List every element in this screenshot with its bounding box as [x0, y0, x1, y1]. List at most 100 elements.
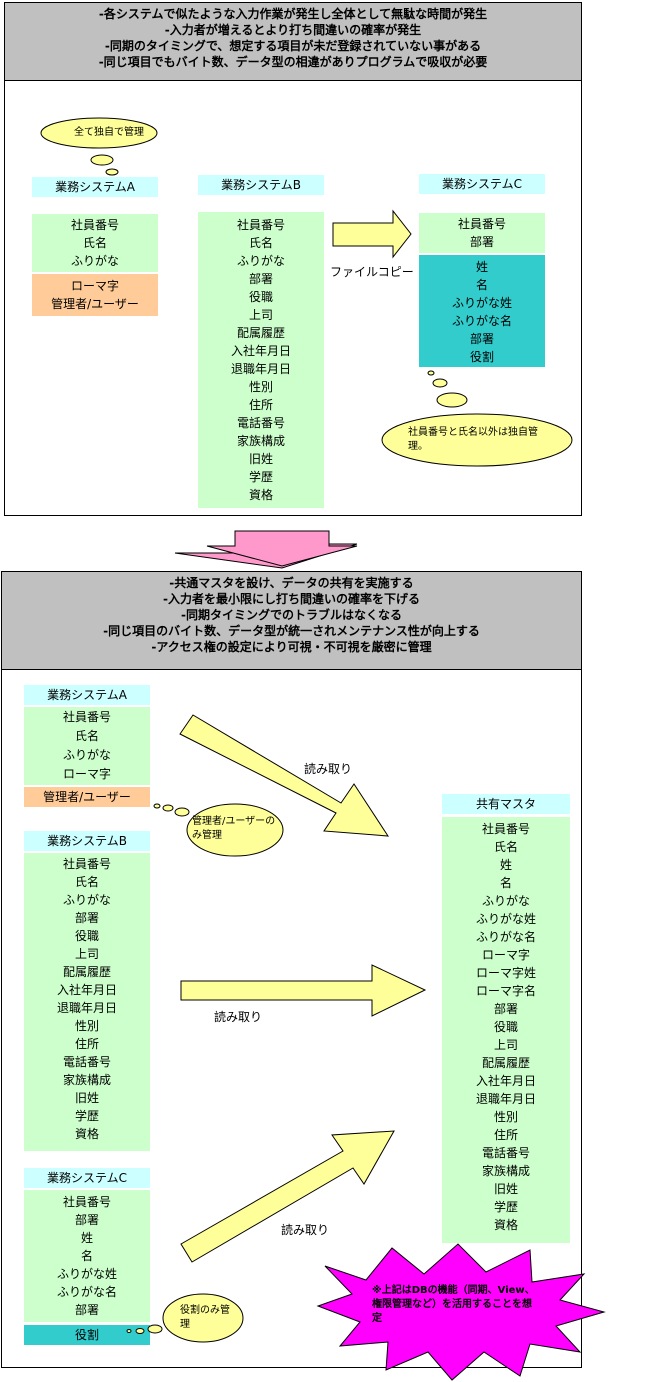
field: 氏名	[82, 236, 107, 250]
after-callout-c: 役割のみ管理	[180, 1305, 230, 1330]
before-system-c-title: 業務システムC	[419, 174, 545, 194]
before-header-line: -同期のタイミングで、想定する項目が未だ登録されていない事がある	[104, 39, 482, 53]
field: ふりがな	[481, 894, 530, 908]
db-note: ※上記はDBの機能（同期、View、権限管理など）を活用することを想定	[372, 1285, 535, 1324]
field: ふりがな名	[451, 314, 512, 328]
after-header-line: -同期タイミングでのトラブルはなくなる	[181, 608, 402, 622]
before-callout-a: 全て独自で管理	[74, 127, 144, 138]
before-system-a-fields: 社員番号 氏名 ふりがな	[32, 214, 158, 272]
field: 氏名	[248, 236, 273, 250]
before-system-b-fields: 社員番号 氏名 ふりがな 部署 役職 上司 配属履歴 入社年月日 退職年月日 性…	[198, 212, 324, 508]
field: 社員番号	[62, 857, 111, 871]
before-callout-c: 社員番号と氏名以外は独自管理。	[408, 427, 538, 452]
field: 役割	[469, 350, 494, 364]
before-header-line: -各システムで似たような入力作業が発生し全体として無駄な時間が発生	[98, 7, 488, 21]
field: 社員番号	[62, 1195, 111, 1209]
before-system-a-own-fields: ローマ字 管理者/ユーザー	[32, 274, 158, 316]
field: 住所	[74, 1037, 99, 1051]
after-system-b-fields: 社員番号 氏名 ふりがな 部署 役職 上司 配属履歴 入社年月日 退職年月日 性…	[24, 853, 150, 1151]
field: 資格	[493, 1218, 518, 1232]
field: 退職年月日	[230, 362, 291, 376]
before-header: -各システムで似たような入力作業が発生し全体として無駄な時間が発生 -入力者が増…	[5, 3, 581, 81]
after-system-b-title: 業務システムB	[24, 831, 150, 851]
field: 入社年月日	[56, 983, 117, 997]
field: 電話番号	[62, 1055, 111, 1069]
before-system-c-own-fields: 姓 名 ふりがな姓 ふりがな名 部署 役割	[419, 255, 545, 367]
field: 性別	[74, 1019, 99, 1033]
field: 旧姓	[493, 1182, 518, 1196]
field: 管理者/ユーザー	[43, 790, 131, 804]
after-system-c-own-fields: 役割	[24, 1325, 150, 1345]
after-header-line: -同じ項目のバイト数、データ型が統一されメンテナンス性が向上する	[103, 624, 480, 638]
field: 社員番号	[236, 218, 285, 232]
read-label-b: 読み取り	[214, 1010, 263, 1024]
field: ふりがな姓	[451, 296, 512, 310]
field: 部署	[248, 272, 273, 286]
field: ローマ字姓	[475, 966, 536, 980]
field: 電話番号	[481, 1146, 530, 1160]
field: 入社年月日	[475, 1074, 536, 1088]
read-label-a: 読み取り	[304, 762, 353, 776]
field: 旧姓	[74, 1091, 99, 1105]
master-title: 共有マスタ	[442, 794, 570, 814]
field: 上司	[493, 1038, 518, 1052]
field: 退職年月日	[475, 1092, 536, 1106]
field: 資格	[74, 1127, 99, 1141]
field: ふりがな	[70, 254, 119, 268]
field: 氏名	[74, 729, 99, 743]
field: 姓	[499, 858, 512, 872]
field: 名	[499, 876, 512, 890]
field: ローマ字	[62, 767, 111, 781]
before-system-b-title: 業務システムB	[198, 175, 324, 195]
field: 家族構成	[62, 1073, 111, 1087]
field: 名	[80, 1249, 93, 1263]
field: ふりがな姓	[475, 912, 536, 926]
field: 配属履歴	[62, 965, 111, 979]
field: 部署	[469, 235, 494, 249]
field: 部署	[469, 332, 494, 346]
after-header-line: -入力者を最小限にし打ち間違いの確率を下げる	[163, 592, 420, 606]
field: 入社年月日	[230, 344, 291, 358]
before-system-c-shared-fields: 社員番号 部署	[419, 213, 545, 253]
field: 退職年月日	[56, 1001, 117, 1015]
field: 社員番号	[70, 218, 119, 232]
field: 社員番号	[481, 822, 530, 836]
master-fields: 社員番号 氏名 姓 名 ふりがな ふりがな姓 ふりがな名 ローマ字 ローマ字姓 …	[442, 817, 570, 1243]
field: 旧姓	[248, 452, 273, 466]
field: ふりがな名	[475, 930, 536, 944]
after-system-c-title: 業務システムC	[24, 1168, 150, 1188]
field: 姓	[80, 1231, 93, 1245]
field: 氏名	[493, 840, 518, 854]
field: ふりがな	[62, 748, 111, 762]
field: 氏名	[74, 875, 99, 889]
field: 姓	[475, 260, 488, 274]
field: 学歴	[248, 470, 273, 484]
field: 家族構成	[236, 434, 285, 448]
after-header-line: -共通マスタを設け、データの共有を実施する	[169, 576, 414, 590]
field: 社員番号	[457, 217, 506, 231]
field: 部署	[74, 1213, 99, 1227]
field: 性別	[248, 380, 273, 394]
before-header-line: -同じ項目でもバイト数、データ型の相違がありプログラムで吸収が必要	[98, 55, 488, 69]
after-system-a-title: 業務システムA	[24, 685, 150, 705]
before-system-a-title: 業務システムA	[32, 177, 158, 197]
file-copy-label: ファイルコピー	[330, 265, 414, 279]
after-system-a-own-fields: 管理者/ユーザー	[24, 787, 150, 807]
field: 部署	[74, 1303, 99, 1317]
field: 社員番号	[62, 710, 111, 724]
before-header-line: -入力者が増えるとより打ち間違いの確率が発生	[164, 23, 422, 37]
field: ふりがな名	[56, 1285, 117, 1299]
field: ふりがな姓	[56, 1267, 117, 1281]
field: ローマ字	[481, 948, 530, 962]
field: 学歴	[74, 1109, 99, 1123]
field: 上司	[74, 947, 99, 961]
after-header: -共通マスタを設け、データの共有を実施する -入力者を最小限にし打ち間違いの確率…	[2, 572, 581, 670]
field: 学歴	[493, 1200, 518, 1214]
field: 電話番号	[236, 416, 285, 430]
field: 役職	[493, 1020, 518, 1034]
field: ローマ字	[70, 279, 119, 293]
field: ふりがな	[62, 893, 111, 907]
read-label-c: 読み取り	[281, 1223, 330, 1237]
field: 住所	[248, 398, 273, 412]
field: 名	[475, 278, 488, 292]
